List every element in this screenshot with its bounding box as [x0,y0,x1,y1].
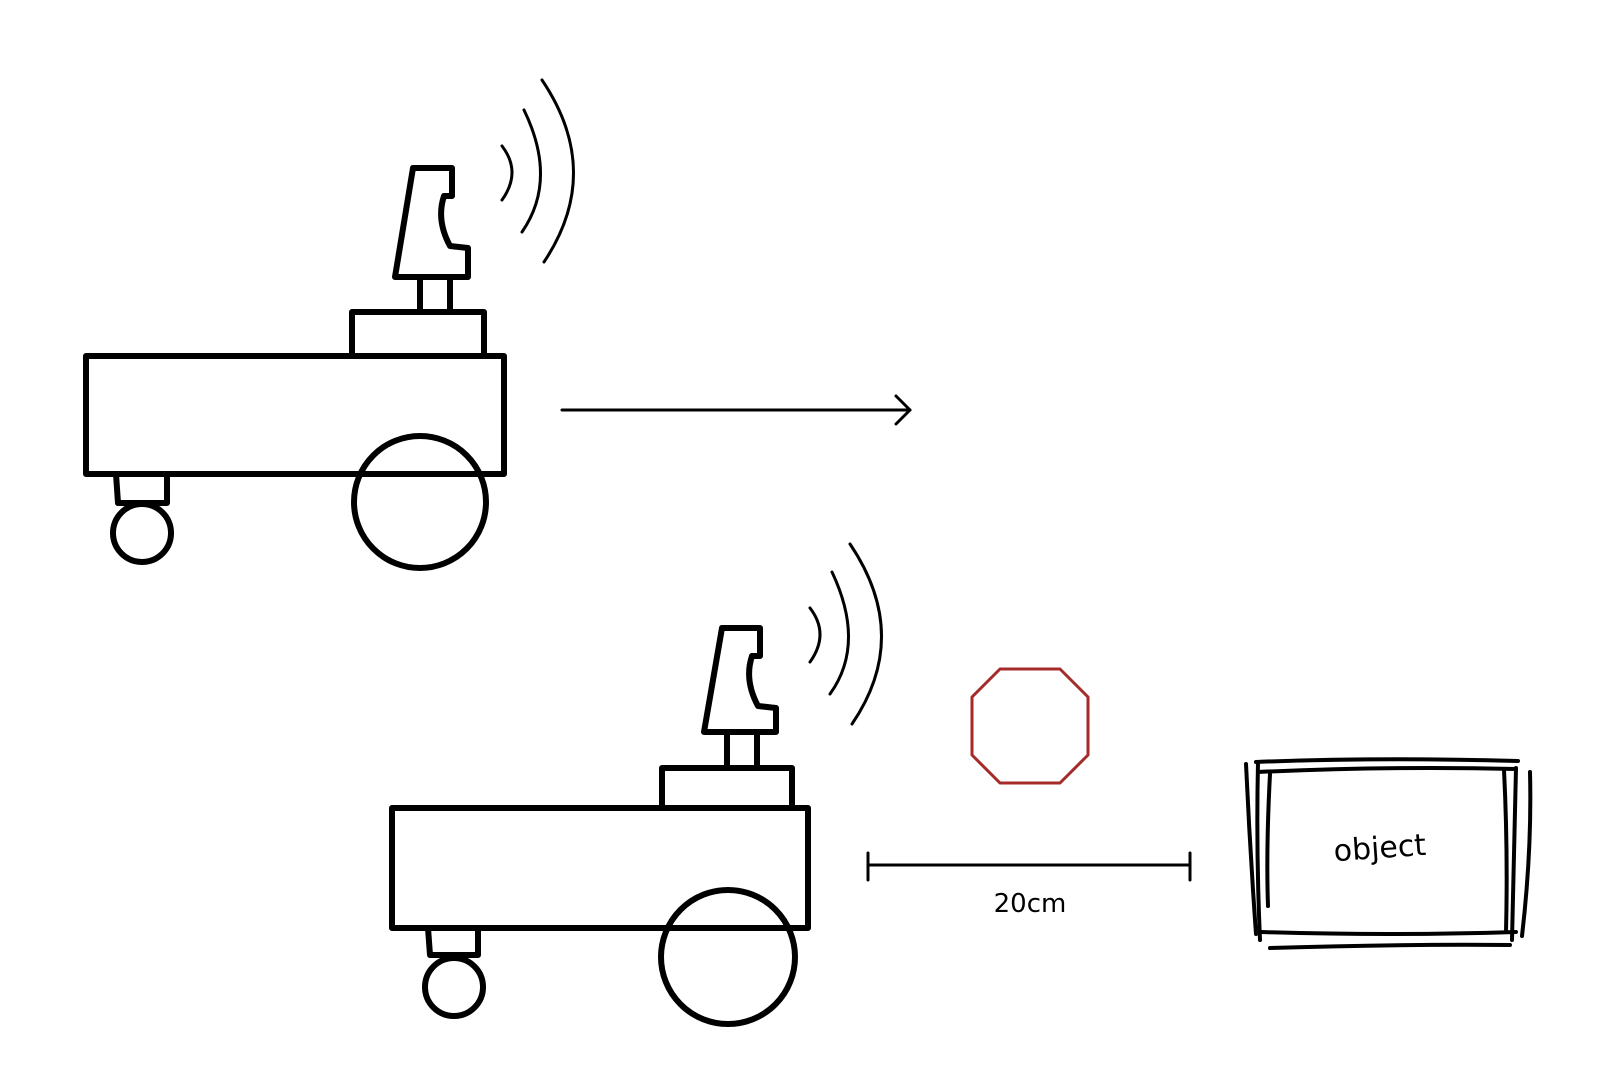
robot-top [83,78,575,571]
distance-measure [866,851,1192,882]
robot-top-mast [417,274,453,315]
robot-top-main-wheel [351,433,489,571]
robot-top-deck [349,309,487,359]
robot-top-signal-waves [500,78,575,264]
robot-bottom-rear-caster-mount [425,925,481,958]
robot-bottom-mast [724,729,760,771]
robot-bottom-sensor-head [701,625,779,735]
robot-top-rear-wheel [110,501,174,565]
robot-bottom-deck [659,765,795,811]
object-box [1244,757,1533,950]
robot-bottom-rear-wheel [422,955,486,1019]
robot-bottom-body [389,805,811,931]
robot-bottom-signal-waves [808,542,883,726]
robot-top-rear-caster-mount [113,471,170,506]
stop-sign-octagon [970,667,1090,785]
motion-arrow [560,394,912,426]
robot-top-sensor-head [392,165,471,280]
robot-bottom-main-wheel [658,887,798,1027]
object-label: object [1333,828,1428,869]
robot-bottom [389,542,883,1027]
distance-label: 20cm [994,889,1067,919]
robot-top-body [83,353,507,477]
